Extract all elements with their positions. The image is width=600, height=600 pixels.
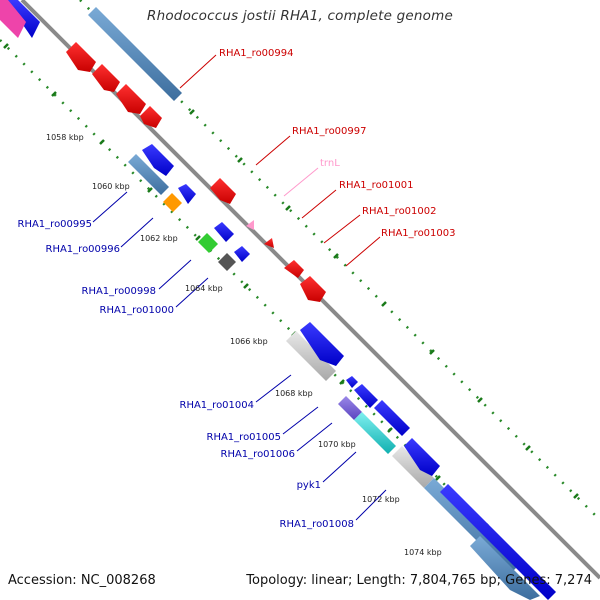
ruler-label: 1068 kbp <box>275 389 313 398</box>
feature-ro01005-arrow <box>346 376 358 388</box>
feature-ro00998-blue <box>214 222 234 242</box>
gene-label[interactable]: pyk1 <box>297 480 321 491</box>
reverse-labels: RHA1_ro00995 RHA1_ro00996 RHA1_ro00998 R… <box>18 219 355 530</box>
feature-ro01008b <box>424 478 520 574</box>
feature-ro00994-a <box>66 42 96 72</box>
ruler-tick <box>99 139 105 145</box>
ruler-label: 1064 kbp <box>185 284 223 293</box>
ruler-tick <box>573 493 579 499</box>
feature-ro00997 <box>210 178 236 204</box>
ruler-tick <box>51 91 57 97</box>
gene-label[interactable]: RHA1_ro00997 <box>292 126 367 137</box>
gene-label[interactable]: RHA1_ro01003 <box>381 228 456 239</box>
feature-ro01009-bar <box>470 536 540 600</box>
gene-label[interactable]: RHA1_ro01000 <box>100 305 175 316</box>
feature-ro01008-bar <box>392 446 434 488</box>
feature-ro00994-bar <box>88 7 182 101</box>
feature-trnL <box>246 220 254 230</box>
feature-ro01002 <box>284 260 304 278</box>
feature-ro00996-arrow <box>178 184 196 204</box>
feature-edge-magenta <box>0 0 26 38</box>
accession-label: Accession: NC_008268 <box>8 573 156 588</box>
gene-label[interactable]: RHA1_ro01002 <box>362 206 437 217</box>
gene-label[interactable]: RHA1_ro01004 <box>180 400 255 411</box>
feature-ro01006 <box>338 396 362 420</box>
ruler-label: 1070 kbp <box>318 440 356 449</box>
ruler-tick <box>237 157 243 163</box>
feature-ro01006b <box>374 400 410 436</box>
feature-ro01006-arrow <box>354 384 378 408</box>
ruler-tick <box>429 349 435 355</box>
ruler-label: 1060 kbp <box>92 182 130 191</box>
gene-label[interactable]: RHA1_ro01006 <box>221 449 296 460</box>
feature-ro01009-arrow <box>440 484 556 600</box>
feature-ro01004-arrow <box>300 322 344 366</box>
gene-label[interactable]: trnL <box>320 158 340 169</box>
map-title: Rhodococcus jostii RHA1, complete genome <box>147 8 453 24</box>
ruler-tick <box>435 475 441 481</box>
ruler-tick <box>387 427 393 433</box>
ruler-tick <box>381 301 387 307</box>
feature-pyk1 <box>354 412 396 454</box>
feature-ro01001 <box>264 238 274 248</box>
feature-ro00994-b <box>92 64 120 92</box>
ruler-tick <box>189 109 195 115</box>
feature-ro01004-bar <box>286 331 336 381</box>
gene-label[interactable]: RHA1_ro01008 <box>280 519 355 530</box>
ruler-label: 1058 kbp <box>46 133 84 142</box>
ruler-tick <box>195 235 201 241</box>
feature-ro00995-arrow <box>142 144 174 176</box>
forward-track <box>66 42 326 302</box>
gene-label[interactable]: RHA1_ro00998 <box>82 286 157 297</box>
gene-label[interactable]: RHA1_ro00995 <box>18 219 93 230</box>
gene-label[interactable]: RHA1_ro00994 <box>219 48 294 59</box>
feature-ro01003 <box>300 276 326 302</box>
ruler-tick <box>243 283 249 289</box>
feature-ro00995-bar <box>128 154 169 195</box>
feature-ro00996 <box>163 193 182 212</box>
gene-label[interactable]: RHA1_ro01001 <box>339 180 414 191</box>
feature-ro00994-d <box>140 106 162 128</box>
feature-ro01000 <box>218 253 236 271</box>
ruler-label: 1074 kbp <box>404 548 442 557</box>
ruler-tick <box>147 187 153 193</box>
gene-label[interactable]: RHA1_ro00996 <box>46 244 121 255</box>
ruler-tick <box>525 445 531 451</box>
gene-label[interactable]: RHA1_ro01005 <box>207 432 282 443</box>
ruler-label: 1062 kbp <box>140 234 178 243</box>
ruler-labels: 1058 kbp 1060 kbp 1062 kbp 1064 kbp 1066… <box>46 133 442 557</box>
feature-ro00998 <box>198 233 218 253</box>
feature-ro01008-arrow <box>404 438 440 476</box>
forward-labels: RHA1_ro00994 RHA1_ro00997 trnL RHA1_ro01… <box>219 48 456 239</box>
ruler-tick <box>3 43 9 49</box>
ruler-tick <box>339 379 345 385</box>
feature-ro01000-blue <box>234 246 250 262</box>
ruler-tick <box>477 397 483 403</box>
label-connectors <box>92 54 387 521</box>
reverse-track <box>0 0 556 600</box>
genome-summary: Topology: linear; Length: 7,804,765 bp; … <box>246 573 592 588</box>
ruler-tick <box>333 253 339 259</box>
feature-ro00994-c <box>116 84 146 114</box>
ruler-tick <box>285 205 291 211</box>
ruler-label: 1066 kbp <box>230 337 268 346</box>
ruler-label: 1072 kbp <box>362 495 400 504</box>
